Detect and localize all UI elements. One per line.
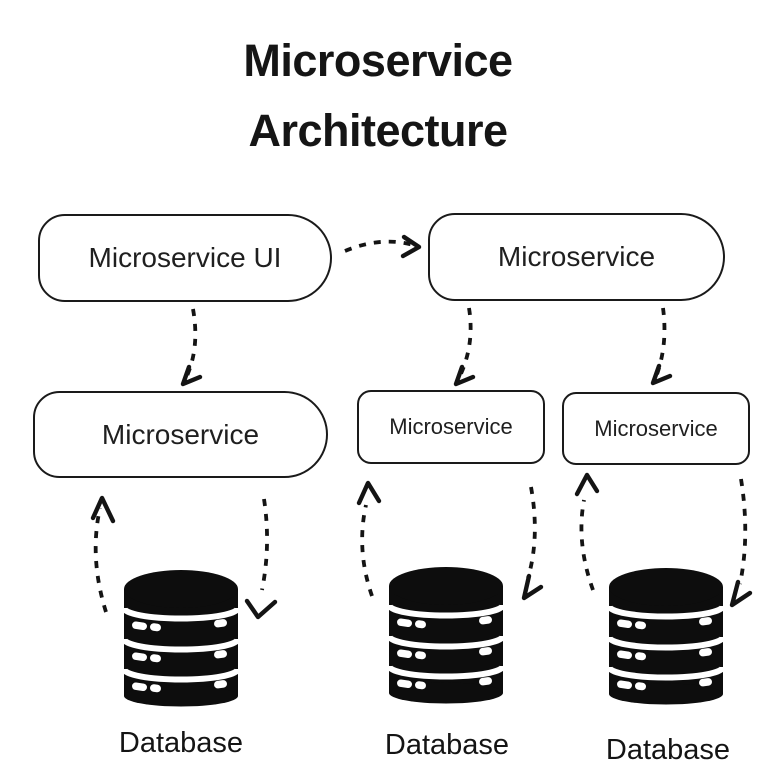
arrow-db-right-up	[579, 499, 595, 591]
arrow-ui-to-top-service	[344, 239, 414, 253]
arrow-db-left-up	[93, 507, 108, 613]
arrowhead-db-center-up	[356, 480, 382, 506]
node-microservice-right: Microservice	[562, 392, 750, 465]
arrowhead-top-to-center-service	[453, 364, 476, 387]
database-icon	[122, 569, 240, 707]
page-title: Microservice Architecture	[0, 26, 756, 166]
node-microservice-top-label: Microservice	[497, 241, 656, 272]
node-microservice-ui: Microservice UI	[38, 214, 332, 302]
database-label-right: Database	[605, 734, 731, 766]
arrowhead-db-right-down	[729, 579, 753, 608]
database-icon	[387, 566, 505, 704]
arrowhead-ui-to-left-service	[180, 364, 203, 387]
database-icon	[607, 567, 725, 705]
arrowhead-db-left-up	[90, 495, 116, 524]
page-title-line-1: Microservice	[243, 35, 513, 86]
node-microservice-left-label: Microservice	[101, 418, 260, 450]
database-label-center: Database	[384, 729, 510, 761]
arrow-db-center-up	[360, 504, 374, 597]
arrowhead-db-right-up	[574, 472, 600, 497]
node-microservice-center-label: Microservice	[389, 414, 513, 439]
arrow-db-left-down	[260, 498, 269, 591]
arrowhead-db-center-down	[521, 573, 544, 601]
node-microservice-ui-label: Microservice UI	[88, 242, 282, 273]
arrowhead-db-left-down	[244, 598, 278, 620]
page-title-line-2: Architecture	[248, 105, 508, 156]
node-microservice-center: Microservice	[357, 390, 545, 464]
arrow-db-right-down	[738, 478, 748, 585]
arrowhead-top-to-right-service	[650, 363, 673, 386]
arrow-db-center-down	[526, 486, 537, 579]
database-label-left: Database	[118, 727, 244, 759]
node-microservice-right-label: Microservice	[594, 415, 718, 441]
node-microservice-top: Microservice	[428, 213, 725, 301]
arrowhead-ui-to-top-service	[400, 234, 422, 259]
node-microservice-left: Microservice	[33, 391, 328, 478]
